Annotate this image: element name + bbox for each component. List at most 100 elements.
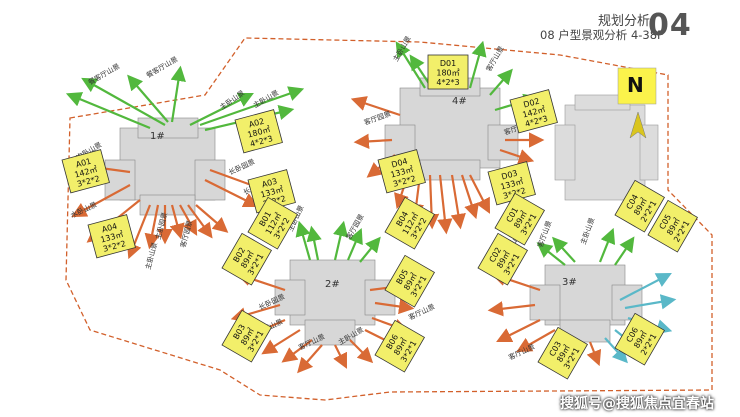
garden-view-arrow xyxy=(179,204,198,236)
unit-box-frame xyxy=(614,179,665,233)
view-label: 长卧园景 xyxy=(227,157,256,177)
north-arrow-icon xyxy=(629,111,647,139)
garden-view-arrow xyxy=(353,133,393,150)
view-label: 餐客厅山景 xyxy=(145,54,180,79)
unit-box-frame xyxy=(247,196,298,250)
garden-view-arrow xyxy=(187,204,213,239)
mountain-view-arrow xyxy=(598,227,616,263)
garden-view-arrow xyxy=(437,174,453,235)
unit-box-frame xyxy=(427,54,469,90)
building-label: 1# xyxy=(150,131,165,142)
unit-box-frame xyxy=(377,149,426,194)
mountain-view-arrow xyxy=(468,40,487,89)
view-label: 主卧山景 xyxy=(578,216,596,245)
garden-view-arrow xyxy=(281,339,313,363)
unit-box-frame xyxy=(494,192,545,246)
view-label: 客厅山景 xyxy=(535,219,553,248)
existing-building-block xyxy=(554,94,659,201)
mountain-view-arrow xyxy=(127,74,169,123)
mountain-view-arrow xyxy=(614,236,635,266)
page-title: 规划分析 xyxy=(598,14,651,29)
mountain-view-arrow xyxy=(81,77,166,126)
unit-code: D02 xyxy=(522,97,540,110)
unit-box-frame xyxy=(61,149,110,194)
unit-box-frame xyxy=(509,89,558,134)
unit-boxes: A01142㎡3*2*2A02180㎡4*2*3A03133㎡3*2*2A041… xyxy=(61,54,698,380)
unit-box-frame xyxy=(384,254,435,308)
garden-view-arrow xyxy=(333,344,347,369)
garden-view-arrow xyxy=(349,339,374,364)
garden-view-arrow xyxy=(144,204,160,250)
unit-box-frame xyxy=(614,312,665,366)
mountain-view-arrow xyxy=(189,93,254,126)
garden-view-arrow xyxy=(469,174,491,214)
unit-code: D04 xyxy=(390,157,408,170)
building-1 xyxy=(104,117,226,216)
unit-box-frame xyxy=(234,109,283,154)
unit-box-frame xyxy=(537,326,588,380)
unit-box-frame xyxy=(221,232,272,286)
garden-view-arrow xyxy=(516,329,556,353)
page-subtitle: 08 户型景观分析 4-38F xyxy=(540,28,664,42)
unit-code: A04 xyxy=(101,222,118,235)
garden-view-arrow xyxy=(499,148,535,164)
mountain-view-arrow xyxy=(552,236,576,263)
unit-layout: 4*2*3 xyxy=(436,78,459,87)
unit-box-frame xyxy=(87,214,136,259)
garden-view-arrow xyxy=(586,341,602,367)
building-label: 3# xyxy=(562,277,577,288)
mountain-view-arrow xyxy=(489,68,513,96)
mountain-view-arrow xyxy=(295,220,312,261)
garden-view-arrow xyxy=(169,204,185,240)
unit-code: D03 xyxy=(500,169,518,182)
unit-box-frame xyxy=(384,196,435,250)
unit-box-frame xyxy=(221,309,272,363)
teal-view-arrow xyxy=(624,294,677,310)
garden-view-arrow xyxy=(195,204,229,233)
garden-view-arrow xyxy=(450,174,466,230)
watermark: 搜狐号@搜狐焦点宜春站 xyxy=(560,396,714,412)
unit-box-frame xyxy=(647,199,698,253)
mountain-view-arrow xyxy=(333,220,349,261)
view-label: 客厅园景 xyxy=(344,212,366,241)
building-label: 4# xyxy=(452,96,467,107)
mountain-view-arrow xyxy=(199,86,305,127)
garden-view-arrow xyxy=(71,184,131,218)
teal-view-arrow xyxy=(604,337,628,364)
garden-view-arrow xyxy=(350,96,401,117)
north-label: N xyxy=(627,73,644,97)
site-boundary xyxy=(65,37,713,401)
unit-box-frame xyxy=(477,232,528,286)
garden-view-arrow xyxy=(460,174,479,220)
unit-code: A01 xyxy=(75,157,92,170)
mountain-view-arrow xyxy=(346,227,363,261)
mountain-view-arrow xyxy=(170,65,186,123)
view-label: 餐客厅山景 xyxy=(87,61,122,86)
mountain-view-arrow xyxy=(306,225,322,261)
mountain-view-arrow xyxy=(536,242,566,266)
unit-area: 180㎡ xyxy=(436,69,459,78)
north-indicator: N xyxy=(617,67,657,139)
building-2 xyxy=(274,259,396,346)
garden-view-arrow xyxy=(487,301,536,317)
mountain-view-arrow xyxy=(65,92,151,130)
view-label: 主卧山景 xyxy=(143,241,159,270)
building-label: 2# xyxy=(325,279,340,290)
view-label: 水卧山景 xyxy=(69,200,98,220)
garden-view-arrow xyxy=(204,179,259,207)
unit-box-frame xyxy=(374,319,425,373)
teal-view-arrow xyxy=(619,272,672,301)
garden-view-arrow xyxy=(496,319,541,342)
